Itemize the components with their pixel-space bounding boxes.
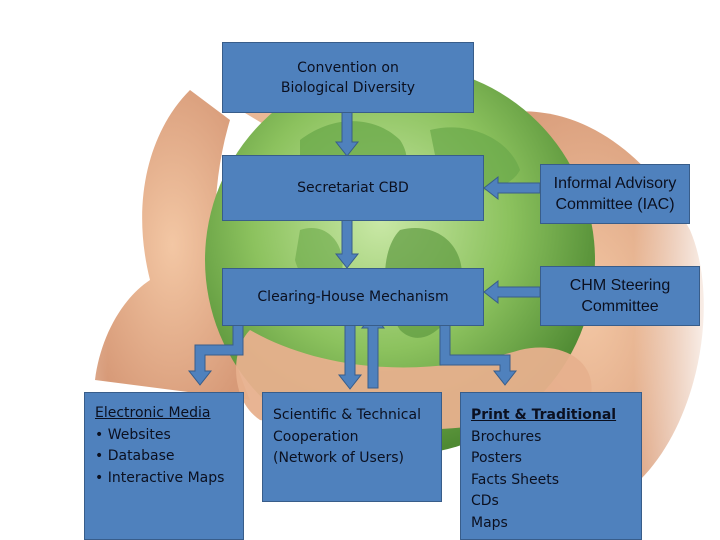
print-item: Brochures [471, 428, 542, 445]
electronic-item: • Database [95, 448, 175, 464]
print-item: Posters [471, 450, 522, 466]
node-chm-label: Clearing-House Mechanism [257, 289, 449, 305]
node-steering-line1: CHM Steering [569, 277, 671, 294]
node-steering: CHM Steering Committee [540, 266, 700, 326]
node-iac-line2: Committee (IAC) [555, 196, 675, 213]
node-steering-line2: Committee [581, 298, 659, 315]
node-secretariat: Secretariat CBD [222, 155, 484, 221]
node-electronic-media: Electronic Media • Websites • Database •… [84, 392, 244, 540]
electronic-item: • Websites [95, 426, 171, 443]
scientific-line3: (Network of Users) [273, 450, 404, 466]
node-cbd-line1: Convention on [297, 59, 399, 76]
scientific-line1: Scientific & Technical [273, 407, 421, 423]
node-cbd-line2: Biological Diversity [280, 79, 416, 96]
electronic-item: • Interactive Maps [95, 469, 225, 486]
print-item: CDs [471, 493, 499, 509]
node-iac-line1: Informal Advisory [553, 175, 677, 192]
node-scientific: Scientific & Technical Cooperation (Netw… [262, 392, 442, 502]
scientific-line2: Cooperation [273, 428, 359, 445]
print-title: Print & Traditional [471, 407, 617, 423]
node-chm: Clearing-House Mechanism [222, 268, 484, 326]
node-cbd: Convention on Biological Diversity [222, 42, 474, 113]
print-item: Maps [471, 514, 508, 531]
electronic-media-title: Electronic Media [95, 405, 211, 421]
node-secretariat-label: Secretariat CBD [297, 180, 409, 196]
node-print-traditional: Print & Traditional Brochures Posters Fa… [460, 392, 642, 540]
node-iac: Informal Advisory Committee (IAC) [540, 164, 690, 224]
print-item: Facts Sheets [471, 471, 560, 488]
